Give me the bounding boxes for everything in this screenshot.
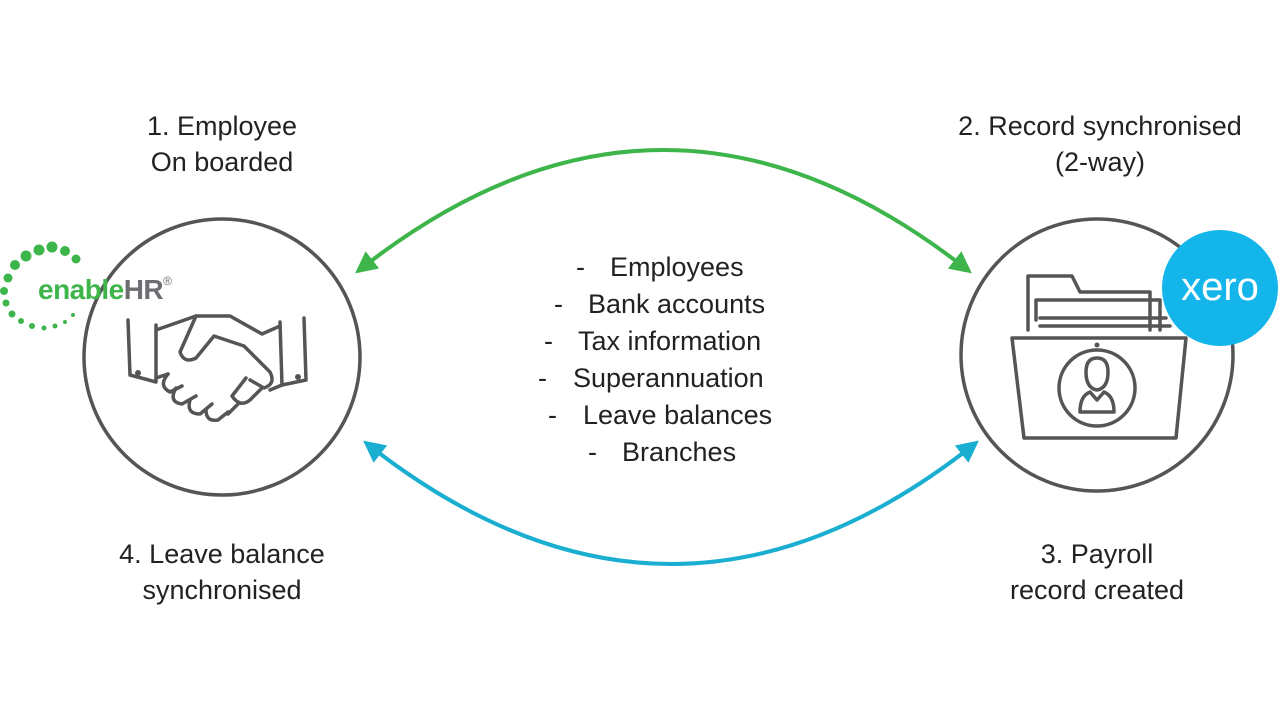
- green-sync-arrow: [355, 148, 972, 274]
- enablehr-logo: enableHR®: [38, 274, 172, 306]
- step-1-label: 1. Employee On boarded: [102, 108, 342, 180]
- enablehr-logo-suffix: HR: [123, 274, 164, 305]
- step-4-line-1: 4. Leave balance: [119, 539, 325, 569]
- list-bullet: -: [548, 400, 557, 430]
- list-item: - Employees: [480, 249, 860, 286]
- enablehr-logo-prefix: enable: [38, 274, 124, 305]
- step-2-label: 2. Record synchronised (2-way): [930, 108, 1270, 180]
- step-1-line-2: On boarded: [150, 147, 294, 177]
- step-4-label: 4. Leave balance synchronised: [92, 536, 352, 608]
- list-bullet: -: [588, 437, 597, 467]
- step-2-line-2: (2-way): [1054, 147, 1145, 177]
- list-item-text: Leave balances: [583, 400, 773, 430]
- list-item-text: Superannuation: [573, 363, 764, 393]
- enablehr-dot-ring: [0, 241, 81, 331]
- list-item: - Branches: [480, 434, 860, 471]
- list-item-text: Employees: [610, 252, 744, 282]
- step-4-line-2: synchronised: [142, 575, 302, 605]
- list-item: - Superannuation: [480, 360, 860, 397]
- sync-field-list: - Employees - Bank accounts - Tax inform…: [480, 249, 860, 471]
- list-item-text: Branches: [622, 437, 737, 467]
- xero-logo: xero: [1181, 265, 1259, 309]
- list-bullet: -: [576, 252, 585, 282]
- enablehr-circle: [82, 217, 362, 497]
- list-item: - Bank accounts: [480, 286, 860, 323]
- list-item: - Leave balances: [480, 397, 860, 434]
- step-3-line-2: record created: [1009, 575, 1185, 605]
- list-bullet: -: [538, 363, 547, 393]
- step-2-line-1: 2. Record synchronised: [958, 111, 1242, 141]
- xero-badge: [1162, 230, 1278, 346]
- blue-sync-arrow: [363, 440, 979, 566]
- list-bullet: -: [544, 326, 553, 356]
- step-3-line-1: 3. Payroll: [1040, 539, 1154, 569]
- step-1-line-1: 1. Employee: [146, 111, 298, 141]
- step-3-label: 3. Payroll record created: [980, 536, 1214, 608]
- handshake-icon: [126, 314, 308, 423]
- list-bullet: -: [554, 289, 563, 319]
- list-item-text: Bank accounts: [588, 289, 766, 319]
- list-item: - Tax information: [480, 323, 860, 360]
- employee-file-folder-icon: [1010, 274, 1188, 440]
- list-item-text: Tax information: [578, 326, 762, 356]
- enablehr-registered-mark: ®: [163, 273, 172, 288]
